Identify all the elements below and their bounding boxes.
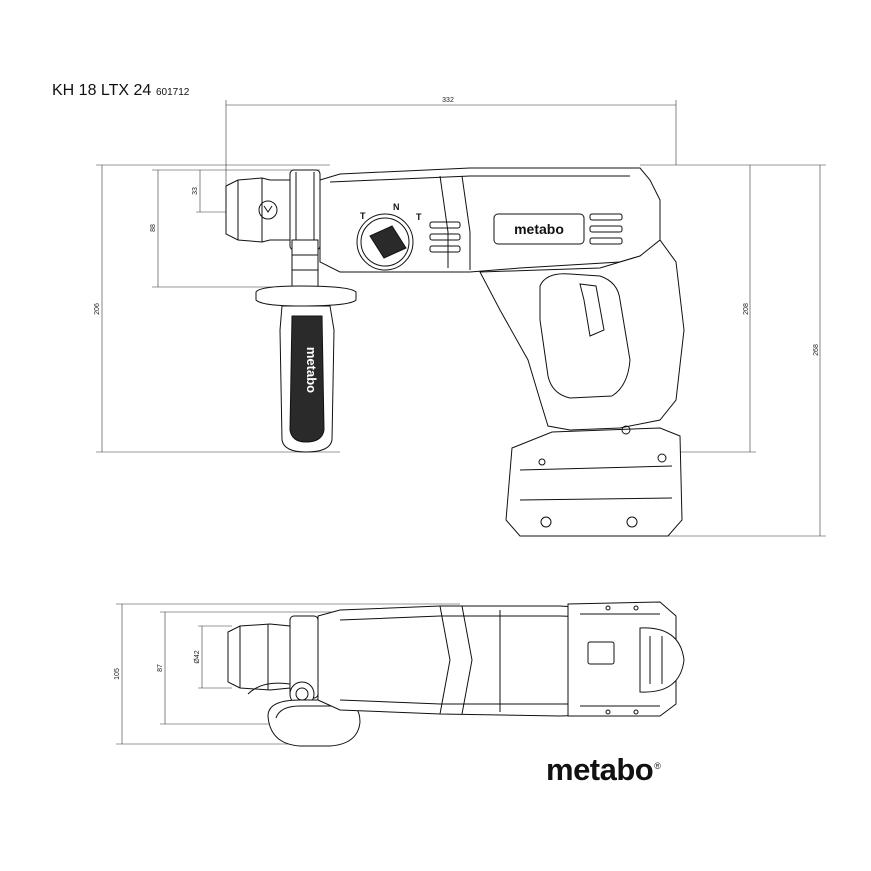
registered-mark: ® — [654, 760, 661, 771]
mode-label-n: N — [393, 202, 400, 212]
handle-logo: metabo — [304, 347, 319, 393]
dim-total-height: 268 — [813, 344, 820, 356]
dim-chuck-offset: 33 — [192, 187, 199, 195]
mode-label-t: T — [416, 212, 422, 222]
dim-top-width-inner: 87 — [157, 664, 164, 672]
drill-top-view — [227, 601, 685, 747]
dim-chuck-height: 88 — [150, 224, 157, 232]
dim-top-width: 105 — [114, 668, 121, 680]
dim-height-body: 208 — [743, 303, 750, 315]
dimension-lines-side — [96, 100, 826, 537]
drill-side-view: metabo T N T metabo — [225, 167, 685, 537]
dim-height-handle: 206 — [94, 303, 101, 315]
dim-chuck-diameter: Ø42 — [194, 650, 201, 663]
dimension-lines-top — [116, 603, 460, 745]
mode-label-t1: T — [360, 211, 366, 221]
dim-length: 332 — [442, 97, 454, 104]
body-logo: metabo — [514, 221, 564, 237]
model-name: KH 18 LTX 24 — [52, 82, 152, 99]
brand-logo: metabo® — [546, 752, 661, 788]
article-number: 601712 — [156, 87, 190, 98]
brand-name: metabo — [546, 752, 654, 787]
